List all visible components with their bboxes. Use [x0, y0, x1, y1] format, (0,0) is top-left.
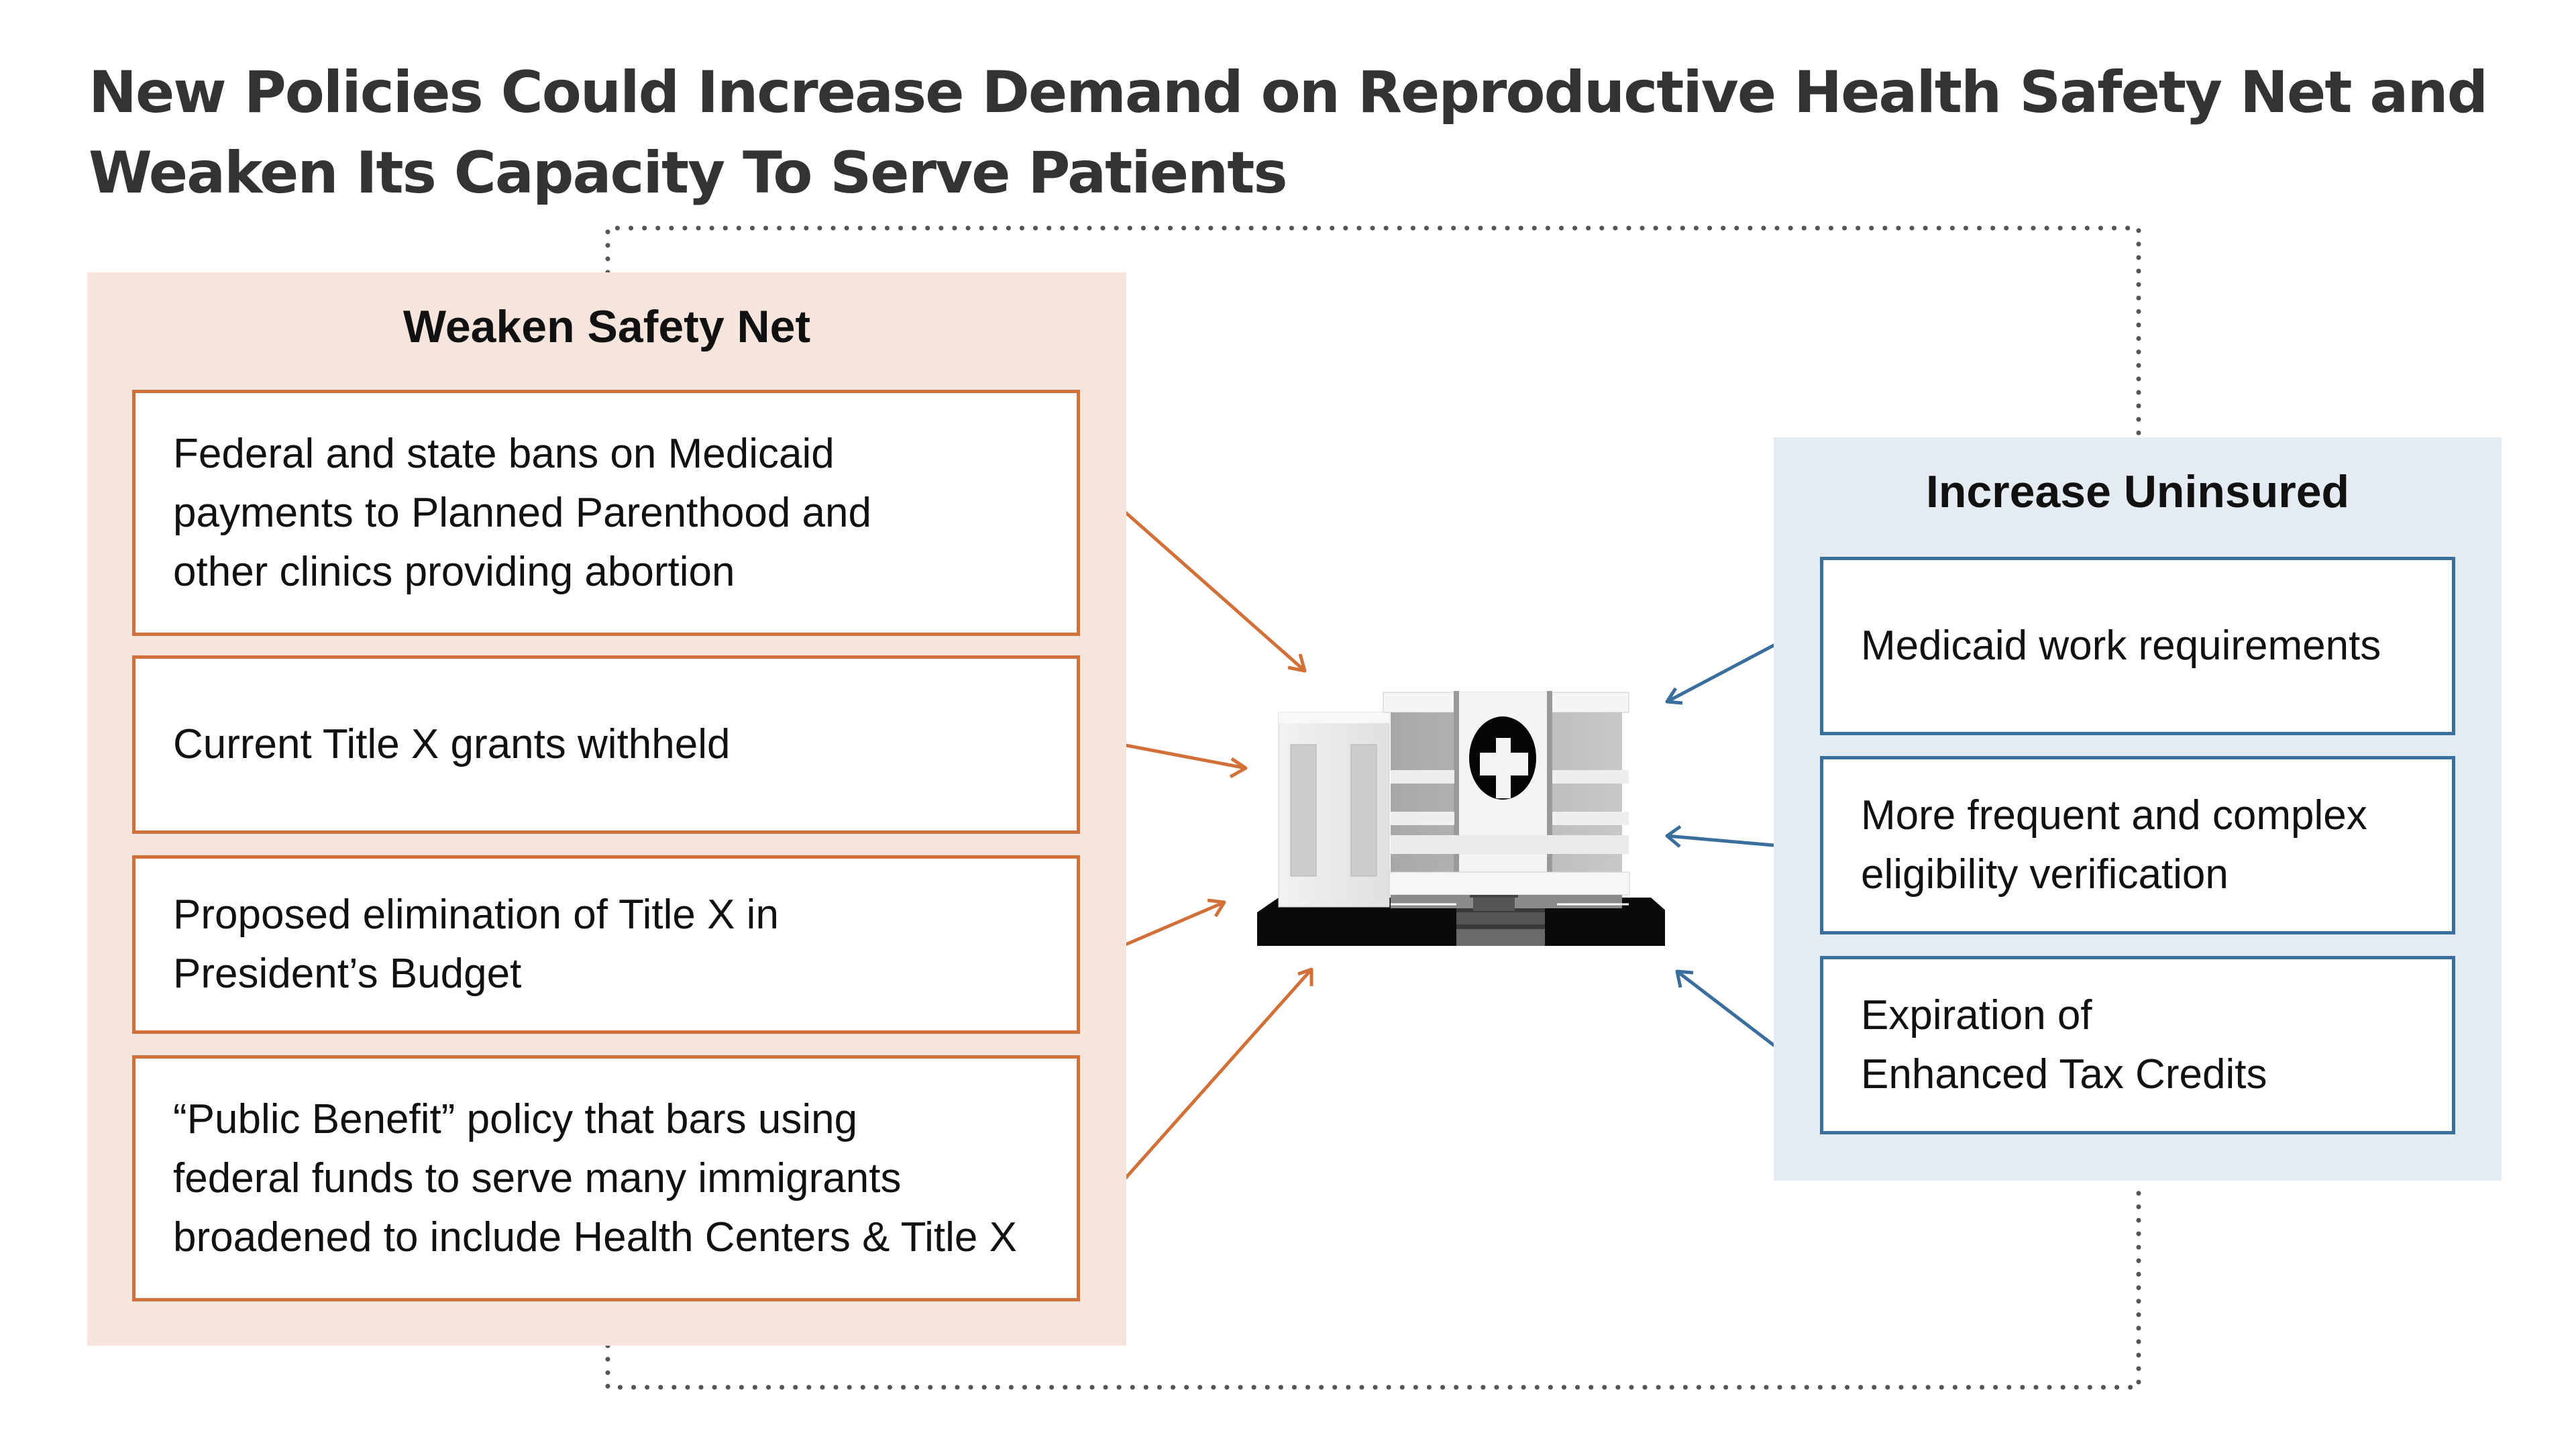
title-line-1: New Policies Could Increase Demand on Re… [89, 59, 2488, 126]
policy-text: Expiration of Enhanced Tax Credits [1861, 992, 2267, 1097]
hospital-building-icon [1257, 691, 1665, 946]
policy-text: Federal and state bans on Medicaid payme… [173, 430, 871, 595]
policy-text: Proposed elimination of Title X in Presi… [173, 892, 779, 997]
policy-box: Medicaid work requirements [1820, 557, 2455, 735]
panel-heading: Increase Uninsured [1925, 466, 2350, 517]
medical-cross-icon [1469, 716, 1536, 800]
policy-box: “Public Benefit” policy that bars using … [132, 1055, 1080, 1301]
policy-text: More frequent and complex eligibility ve… [1861, 792, 2367, 898]
policy-text: Medicaid work requirements [1861, 623, 2381, 669]
panel-heading: Weaken Safety Net [402, 301, 811, 352]
policy-box: Proposed elimination of Title X in Presi… [132, 855, 1080, 1034]
policy-box: More frequent and complex eligibility ve… [1820, 756, 2455, 934]
weaken-safety-net-panel: Weaken Safety Net Federal and state bans… [87, 272, 1126, 1346]
policy-text: Current Title X grants withheld [173, 721, 731, 767]
policy-text: “Public Benefit” policy that bars using … [173, 1095, 1017, 1260]
policy-box: Current Title X grants withheld [132, 655, 1080, 834]
title-line-2: Weaken Its Capacity To Serve Patients [89, 140, 1288, 207]
increase-uninsured-panel: Increase Uninsured Medicaid work require… [1774, 437, 2502, 1181]
page-title: New Policies Could Increase Demand on Re… [89, 52, 2504, 213]
policy-box: Federal and state bans on Medicaid payme… [132, 390, 1080, 636]
policy-box: Expiration of Enhanced Tax Credits [1820, 956, 2455, 1134]
